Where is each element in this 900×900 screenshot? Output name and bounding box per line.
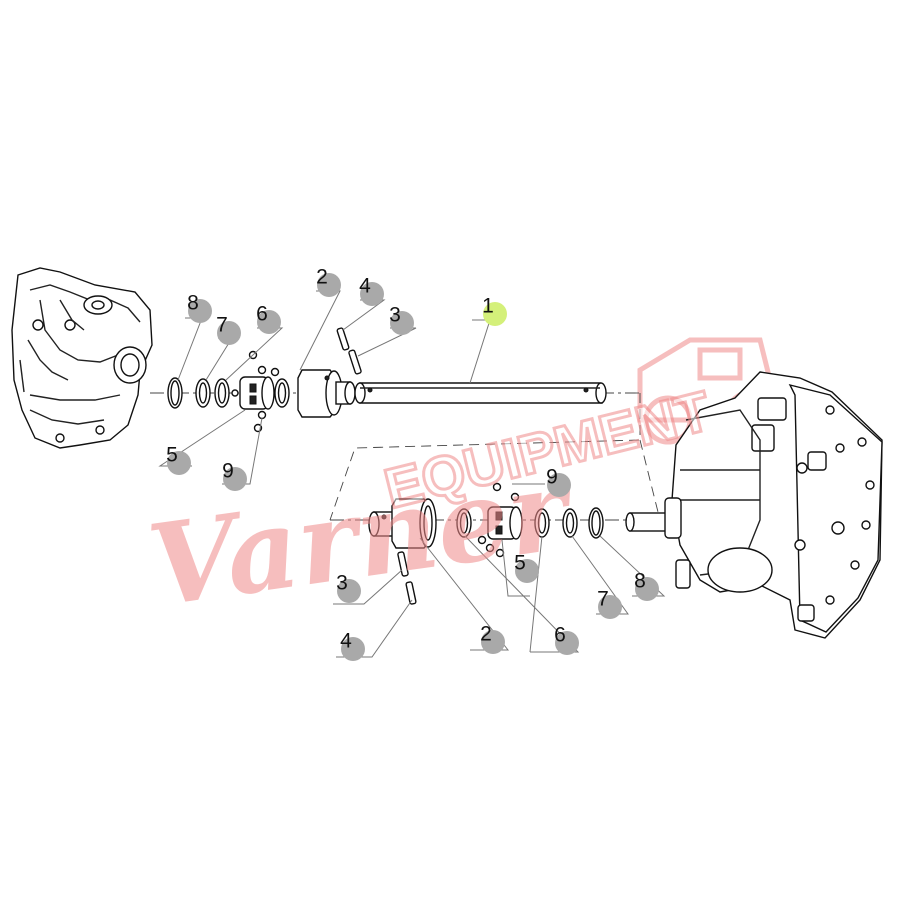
callout-bubble [635, 577, 659, 601]
callout-c9b: 9 [546, 466, 571, 497]
callout-c9a: 9 [222, 460, 247, 491]
callout-bubble [223, 467, 247, 491]
callout-bubble [481, 630, 505, 654]
upper-pin-3 [348, 349, 362, 375]
callout-c5b: 5 [514, 552, 539, 583]
callout-bubble [317, 273, 341, 297]
callout-c2a: 2 [316, 266, 341, 297]
lower-o-ring-7 [562, 508, 578, 538]
callout-bubble [555, 631, 579, 655]
callout-label: 5 [514, 552, 526, 575]
callout-label: 2 [480, 623, 492, 646]
callout-c4b: 4 [340, 630, 365, 661]
lower-pin-4 [405, 581, 417, 605]
callout-label: 4 [340, 630, 352, 653]
upper-o-ring-6b [274, 378, 290, 408]
lower-sleeve-2 [368, 498, 437, 549]
callout-c8a: 8 [187, 292, 212, 323]
lower-o-ring-6a [456, 508, 472, 538]
callout-c2b: 2 [480, 623, 505, 654]
callout-label: 9 [222, 460, 234, 483]
upper-pin-4 [336, 327, 350, 351]
callout-bubble [188, 299, 212, 323]
callout-bubble [337, 579, 361, 603]
callout-c7a: 7 [216, 314, 241, 345]
callout-label: 2 [316, 266, 328, 289]
upper-snap-ring-8 [167, 377, 183, 409]
callout-c7b: 7 [597, 588, 622, 619]
callout-label: 9 [546, 466, 558, 489]
callout-bubble [547, 473, 571, 497]
upper-coupler-5 [231, 376, 275, 410]
callout-c6a: 6 [256, 303, 281, 334]
left-gearbox-housing [11, 267, 153, 449]
upper-balls-9 [248, 350, 280, 433]
upper-sleeve-2 [297, 369, 356, 418]
callout-c6b: 6 [554, 624, 579, 655]
callout-bubble [515, 559, 539, 583]
callout-c1: 1 [482, 295, 507, 326]
upper-o-ring-7 [195, 378, 211, 408]
callout-label: 3 [336, 572, 348, 595]
callout-label: 8 [634, 570, 646, 593]
callout-bubble [360, 282, 384, 306]
callout-label: 1 [482, 295, 494, 318]
right-gearbox-housing [625, 371, 883, 639]
callout-bubble [598, 595, 622, 619]
callout-bubble [341, 637, 365, 661]
lower-o-ring-6b [534, 508, 550, 538]
watermark: Varner EQUIPMENT [141, 377, 718, 632]
callout-bubble [483, 302, 507, 326]
lower-pin-3 [397, 551, 409, 577]
callout-bubble [257, 310, 281, 334]
callout-bubble [390, 311, 414, 335]
callout-label: 7 [597, 588, 609, 611]
lower-snap-ring-8 [588, 507, 604, 539]
callout-label: 7 [216, 314, 228, 337]
lower-balls-9 [477, 482, 520, 558]
upper-o-ring-6 [214, 378, 230, 408]
callout-bubble [167, 451, 191, 475]
callout-c8b: 8 [634, 570, 659, 601]
callout-label: 8 [187, 292, 199, 315]
connector-guide-lines [329, 393, 661, 521]
callout-label: 3 [389, 304, 401, 327]
callout-bubble [217, 321, 241, 345]
callout-c3b: 3 [336, 572, 361, 603]
callout-c5a: 5 [166, 444, 191, 475]
callout-c3a: 3 [389, 304, 414, 335]
callout-label: 6 [256, 303, 268, 326]
callout-label: 6 [554, 624, 566, 647]
callout-label: 5 [166, 444, 178, 467]
callout-label: 4 [359, 275, 371, 298]
main-shaft-1 [354, 382, 607, 404]
lower-coupler-5 [487, 506, 523, 540]
callout-c4a: 4 [359, 275, 384, 306]
